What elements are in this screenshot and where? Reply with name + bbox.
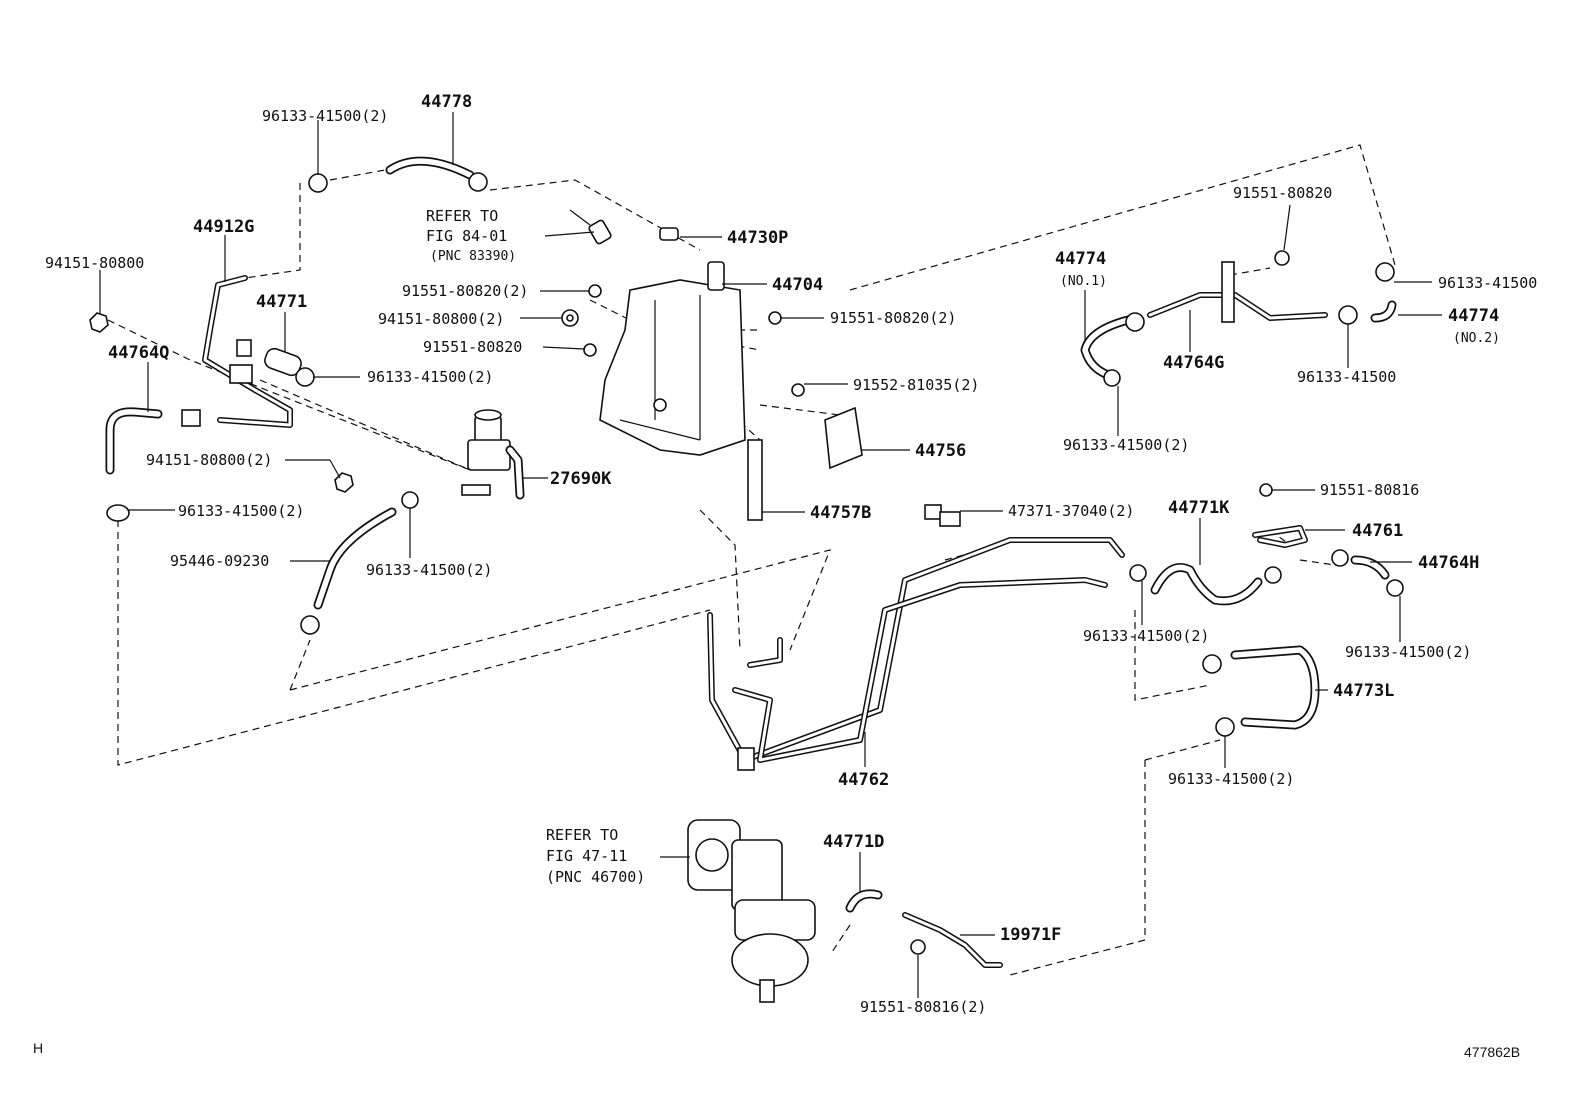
label-44756: 44756: [915, 441, 966, 461]
bolt-91551-a: [588, 284, 602, 298]
label-96133-e: 96133-41500: [1297, 368, 1396, 386]
label-91552: 91552-81035(2): [853, 376, 979, 394]
label-96133-c: 96133-41500(2): [178, 502, 304, 520]
label-91551-80816: 91551-80816: [1320, 481, 1419, 499]
clamps-44764H: [1331, 549, 1404, 597]
bracket-44757B: [747, 439, 763, 521]
pipe-44764G: [1147, 261, 1328, 323]
clamp-95446: [300, 615, 320, 635]
hose-44778: [385, 156, 475, 180]
washer-94151-c: [561, 309, 579, 327]
hose-44771K: [1150, 563, 1263, 606]
nut-94151-valve: [334, 472, 354, 493]
label-91551-c: 91551-80820(2): [830, 309, 956, 327]
label-96133-top: 96133-41500(2): [262, 107, 388, 125]
nut-94151-left: [89, 312, 109, 333]
pipe-19971F: [902, 912, 1003, 968]
label-44773L: 44773L: [1333, 681, 1394, 701]
label-96133-f: 96133-41500: [1438, 274, 1537, 292]
label-44774-no1-sub: (NO.1): [1060, 274, 1107, 289]
bracket-44756: [824, 406, 863, 470]
label-44912G: 44912G: [193, 217, 254, 237]
label-44764H: 44764H: [1418, 553, 1479, 573]
leader-lines: [99, 112, 1442, 998]
clamp-96133-left: [106, 504, 130, 522]
refer-note-2-line2: FIG 47-11: [546, 847, 627, 865]
label-96133-b: 96133-41500(2): [367, 368, 493, 386]
label-44764Q: 44764Q: [108, 343, 169, 363]
pipe-44761: [1252, 525, 1308, 548]
label-44764G: 44764G: [1163, 353, 1224, 373]
label-44774-no2-sub: (NO.2): [1453, 331, 1500, 346]
label-96133-g: 96133-41500(2): [1063, 436, 1189, 454]
label-94151-c: 94151-80800(2): [378, 310, 504, 328]
connector-47371: [924, 504, 961, 527]
refer-note-2-line1: REFER TO: [546, 826, 618, 844]
label-96133-j: 96133-41500(2): [1168, 770, 1294, 788]
housing-44704: [599, 261, 746, 456]
bolt-91551-b: [583, 343, 597, 357]
label-47371: 47371-37040(2): [1008, 502, 1134, 520]
diagram-id: 477862B: [1464, 1044, 1520, 1060]
pipe-44912G: [202, 275, 293, 428]
label-91551-top: 91551-80820: [1233, 184, 1332, 202]
label-44730P: 44730P: [727, 228, 788, 248]
label-91551-a: 91551-80820(2): [402, 282, 528, 300]
clamps-44771K: [1129, 564, 1282, 584]
bolt-91551-c: [768, 311, 782, 325]
label-95446: 95446-09230: [170, 552, 269, 570]
hose-95446: [313, 507, 397, 610]
bolt-91551-80816: [1259, 483, 1273, 497]
label-44774-no1: 44774: [1055, 249, 1106, 269]
refer-note-2-line3: (PNC 46700): [546, 868, 645, 886]
clamp-96133-e: [1338, 305, 1358, 325]
corner-code-left: H: [33, 1040, 43, 1056]
bolt-91551-80816b: [910, 939, 926, 955]
label-44704: 44704: [772, 275, 823, 295]
label-44771K: 44771K: [1168, 498, 1230, 518]
label-44757B: 44757B: [810, 503, 871, 523]
clamp-valve: [401, 491, 419, 509]
bolt-91552: [791, 383, 805, 397]
valve-27690K: [461, 409, 525, 500]
refer-note-1-line1: REFER TO: [426, 207, 498, 225]
label-19971F: 19971F: [1000, 925, 1061, 945]
label-44771: 44771: [256, 292, 307, 312]
throttle-body: [687, 819, 816, 1003]
label-44771D: 44771D: [823, 832, 884, 852]
label-91551-80816b: 91551-80816(2): [860, 998, 986, 1016]
clamp-top-left: [308, 173, 328, 193]
hose-44774-no1: [1080, 315, 1133, 380]
hose-44774-no2: [1370, 300, 1397, 323]
label-96133-d: 96133-41500(2): [366, 561, 492, 579]
label-27690K: 27690K: [550, 469, 612, 489]
label-44762: 44762: [838, 770, 889, 790]
clamps-44773L: [1202, 654, 1235, 737]
part-labels: 44778 96133-41500(2) 44912G 94151-80800 …: [33, 92, 1537, 1060]
pipe-44762: [707, 537, 1125, 771]
label-91551-b: 91551-80820: [423, 338, 522, 356]
clamp-96133-f: [1375, 262, 1395, 282]
clamp-top-right: [468, 172, 488, 192]
refer-note-1-line3: (PNC 83390): [430, 249, 516, 264]
label-96133-h: 96133-41500(2): [1345, 643, 1471, 661]
hose-44764H: [1350, 555, 1390, 580]
hose-44771: [264, 347, 302, 377]
label-44761: 44761: [1352, 521, 1403, 541]
refer-note-1-line2: FIG 84-01: [426, 227, 507, 245]
hose-44773L: [1230, 645, 1320, 730]
label-94151-a: 94151-80800: [45, 254, 144, 272]
hose-44764Q: [105, 407, 201, 475]
sensor-44730P: [569, 209, 679, 245]
dashed-assembly-lines: [107, 144, 1396, 976]
label-44774-no2: 44774: [1448, 306, 1499, 326]
label-96133-i: 96133-41500(2): [1083, 627, 1209, 645]
hose-44771D: [845, 889, 883, 913]
label-44778: 44778: [421, 92, 472, 112]
clamp-44774-no1: [1103, 312, 1145, 387]
label-94151-b: 94151-80800(2): [146, 451, 272, 469]
bolt-91551-top: [1274, 250, 1290, 266]
